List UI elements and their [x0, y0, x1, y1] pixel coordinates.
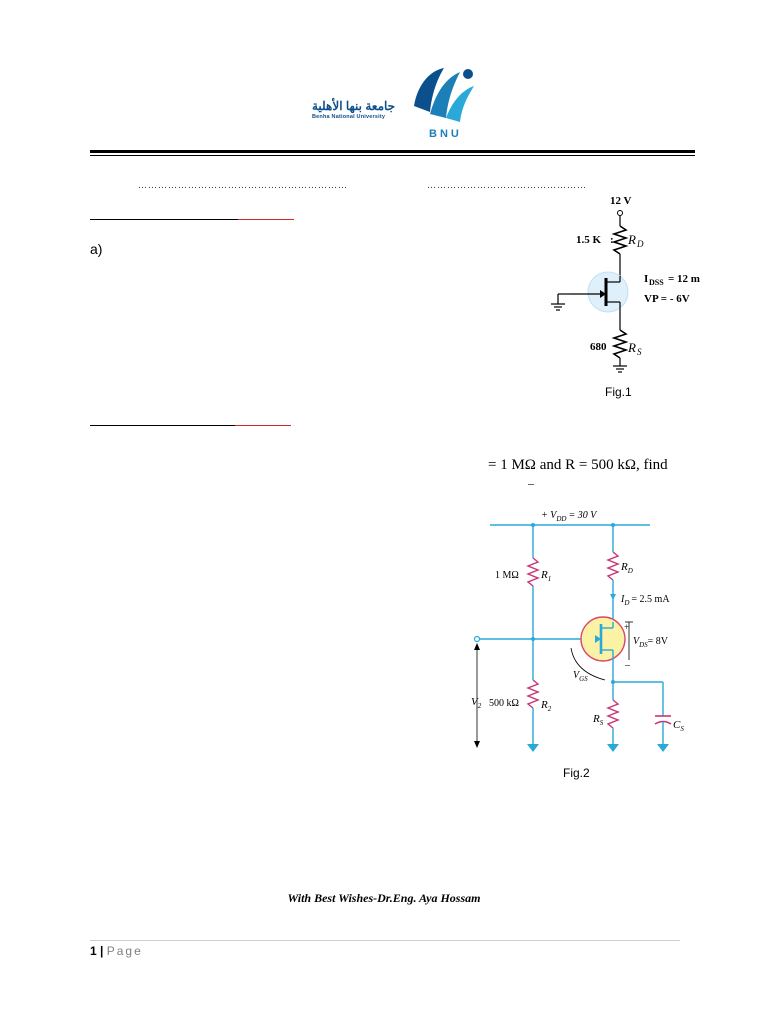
- footer-rule: [90, 940, 680, 941]
- question2-dash: –: [528, 476, 534, 490]
- fig2-r1-value: 1 MΩ: [495, 570, 519, 581]
- question1-heading-underline-accent: [238, 219, 294, 220]
- question1-heading-underline: [90, 219, 238, 220]
- fig2-caption: Fig.2: [563, 766, 590, 780]
- fig2-vdd-label: + VDD= 30 V: [541, 510, 598, 523]
- fig2-jfet-symbol: [580, 616, 626, 662]
- fig2-rd-label: RD: [620, 561, 633, 575]
- svg-text:–: –: [624, 660, 631, 671]
- fig2-r1-resistor: [526, 557, 540, 587]
- closing-wishes: With Best Wishes-Dr.Eng. Aya Hossam: [287, 891, 481, 905]
- fig1-jfet-symbol: [587, 271, 629, 313]
- svg-text:DSS: DSS: [649, 278, 664, 287]
- fig1-rd-resistor: [611, 225, 629, 255]
- fig1-rs-value: 680: [590, 341, 607, 353]
- logo-abbreviation: BNU: [429, 128, 462, 140]
- fig2-cs-label: CS: [673, 719, 684, 733]
- fig2-r2-label: R2: [540, 699, 552, 713]
- fig1-caption: Fig.1: [605, 385, 632, 399]
- logo-arabic-name: جامعة بنها الأهلية: [312, 99, 396, 113]
- fig1-jfet-circuit: 12 V 1.5 K : R D I DSS = 12 m VP = - 6V …: [551, 195, 700, 373]
- page-separator: |: [96, 944, 107, 958]
- fig2-id-label: ID= 2.5 mA: [620, 594, 670, 607]
- fig2-r2-resistor: [526, 679, 540, 709]
- fig1-rd-sub: D: [636, 239, 644, 249]
- page-number: 1: [90, 944, 97, 958]
- question2-heading-underline: [90, 425, 235, 426]
- fig2-voltage-divider-jfet-circuit: + VDD= 30 V 1 MΩ R1 V2 500 kΩ R2 RD ID= …: [471, 510, 684, 752]
- svg-text::: :: [610, 234, 614, 246]
- header-rule-thin: [90, 155, 695, 156]
- fig2-r1-label: R1: [540, 569, 551, 583]
- question2-heading-underline-accent: [235, 425, 291, 426]
- university-logo-mark: [414, 68, 474, 122]
- svg-text:S: S: [637, 347, 642, 357]
- fig2-r2-value: 500 kΩ: [489, 698, 519, 709]
- svg-text:+: +: [624, 622, 629, 632]
- fig1-rs-label: R: [627, 340, 636, 355]
- fig2-rs-label: RS: [592, 713, 604, 727]
- fig2-v2-label: V2: [471, 696, 482, 710]
- id-blank-dots: …………………………………………: [427, 180, 587, 190]
- name-blank-dots: ………………………………………………………: [138, 180, 348, 190]
- fig1-supply-label: 12 V: [610, 195, 632, 207]
- question2-given-values: = 1 MΩ and R = 500 kΩ, find: [488, 457, 668, 473]
- fig1-rd-label: R: [627, 232, 636, 247]
- fig1-idss-value: = 12 m: [668, 273, 700, 285]
- fig2-rs-resistor: [606, 699, 620, 729]
- fig1-idss-label: I: [644, 273, 648, 285]
- fig1-vp-label: VP = - 6V: [644, 293, 690, 305]
- page-label: Page: [106, 944, 143, 958]
- fig2-vds-label: VDS= 8V: [633, 636, 669, 649]
- header-rule-thick: [90, 150, 695, 153]
- fig2-rd-resistor: [606, 551, 620, 581]
- page-footer: 1 | Page: [90, 944, 143, 958]
- fig1-rs-resistor: [611, 329, 629, 359]
- logo-english-name: Benha National University: [312, 114, 386, 120]
- fig2-vgs-label: VGS: [573, 670, 588, 683]
- fig1-rd-value: 1.5 K: [576, 234, 602, 246]
- question1-part-a-label: a): [90, 241, 103, 257]
